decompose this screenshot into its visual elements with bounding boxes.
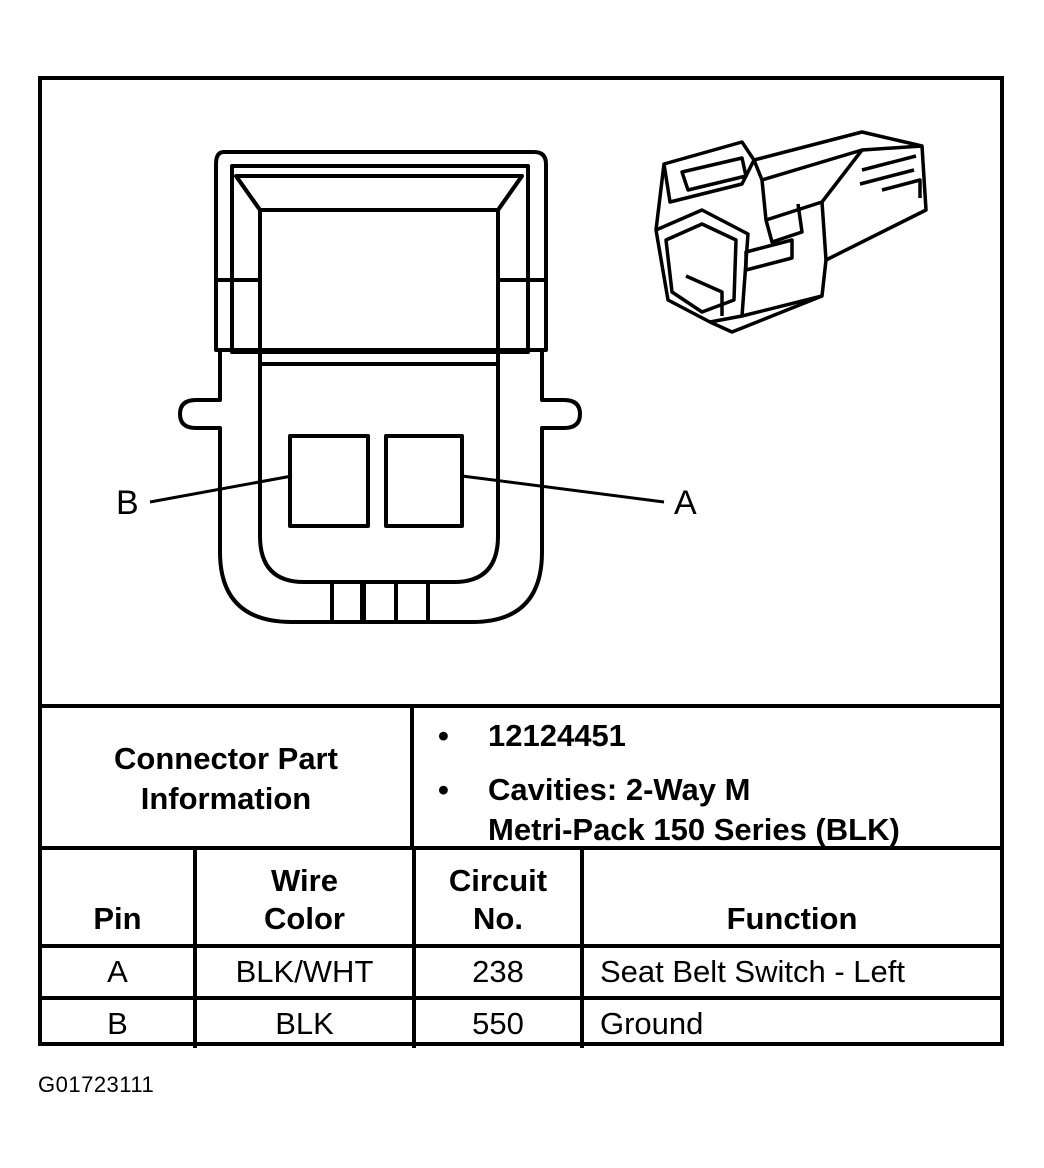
circuit-cell: 238: [412, 944, 584, 1000]
part-number: 12124451: [488, 718, 626, 753]
cavities-line2: Metri-Pack 150 Series (BLK): [488, 812, 900, 847]
connector-part-info-list: • 12124451 • Cavities: 2-Way M Metri-Pac…: [414, 708, 1000, 850]
circuit-cell: 550: [412, 996, 584, 1048]
pin-cell: A: [42, 944, 197, 1000]
connector-3d-view: [654, 130, 928, 334]
connector-figure-frame: B A Connector Part Information • 1212445…: [38, 76, 1004, 1048]
wire-color-cell: BLK/WHT: [193, 944, 416, 1000]
callout-b-leader: [149, 474, 293, 504]
connector-diagram: [149, 130, 928, 624]
bullet-icon: •: [438, 772, 449, 807]
header-pin: Pin: [42, 846, 197, 948]
bullet-icon: •: [438, 718, 449, 753]
callout-label-b: B: [116, 484, 139, 522]
wire-color-cell: BLK: [193, 996, 416, 1048]
info-label-line1: Connector Part: [114, 741, 338, 776]
function-cell: Ground: [580, 996, 1000, 1048]
info-label-line2: Information: [140, 781, 312, 816]
table-row: A BLK/WHT 238 Seat Belt Switch - Left: [42, 944, 1000, 1000]
pin-cell: B: [42, 996, 197, 1048]
header-function: Function: [580, 846, 1000, 948]
callout-label-a: A: [674, 484, 697, 522]
figure-code: G01723111: [38, 1072, 155, 1097]
callout-a-leader: [461, 474, 665, 504]
connector-face-drawing: [178, 150, 582, 624]
function-cell: Seat Belt Switch - Left: [580, 944, 1000, 1000]
connector-part-info: Connector Part Information • 12124451 • …: [42, 704, 1000, 850]
cavities-line1: Cavities: 2-Way M: [488, 772, 751, 807]
table-row: B BLK 550 Ground: [42, 996, 1000, 1048]
connector-part-info-label: Connector Part Information: [42, 708, 414, 850]
